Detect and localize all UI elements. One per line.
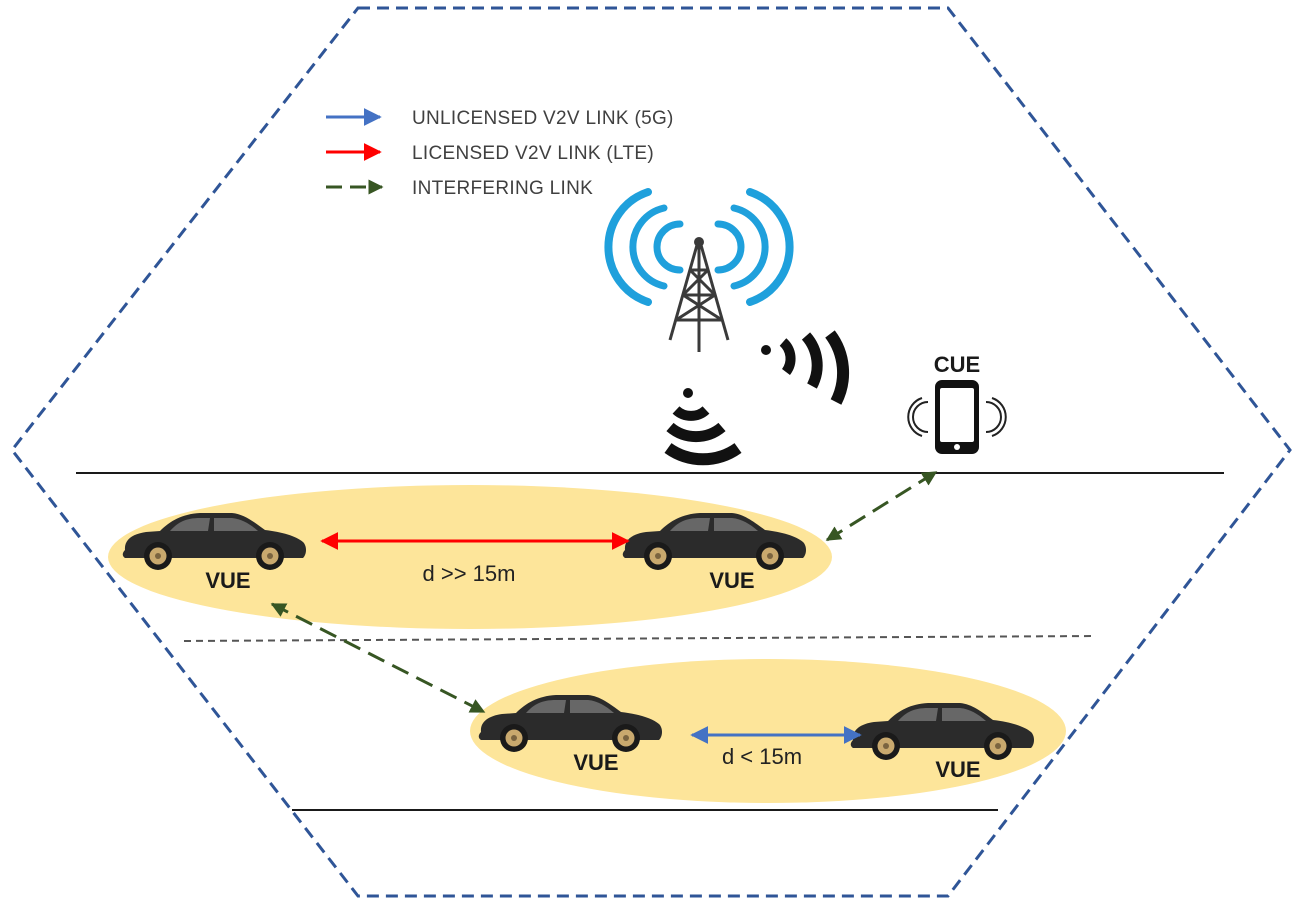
base-station-tower-icon bbox=[604, 188, 794, 352]
interfering-link-cue bbox=[825, 470, 938, 542]
smartphone-icon bbox=[907, 380, 1007, 454]
lane-divider bbox=[183, 635, 1097, 642]
vue-label: VUE bbox=[709, 568, 754, 593]
wireless-signal-icon bbox=[761, 330, 850, 405]
legend: UNLICENSED V2V LINK (5G) LICENSED V2V LI… bbox=[326, 108, 674, 199]
wireless-signal-icon bbox=[664, 388, 742, 466]
vue-cluster-top bbox=[108, 485, 832, 629]
cue-label: CUE bbox=[934, 352, 980, 377]
vue-label: VUE bbox=[573, 750, 618, 775]
legend-interfering-label: INTERFERING LINK bbox=[412, 178, 593, 199]
cell-boundary bbox=[10, 6, 1292, 898]
legend-licensed-label: LICENSED V2V LINK (LTE) bbox=[412, 143, 654, 164]
distance-label-near: d < 15m bbox=[722, 744, 802, 769]
vue-label: VUE bbox=[935, 757, 980, 782]
interfering-link-vue bbox=[270, 602, 486, 714]
legend-unlicensed-label: UNLICENSED V2V LINK (5G) bbox=[412, 108, 674, 129]
distance-label-far: d >> 15m bbox=[423, 561, 516, 586]
vue-label: VUE bbox=[205, 568, 250, 593]
